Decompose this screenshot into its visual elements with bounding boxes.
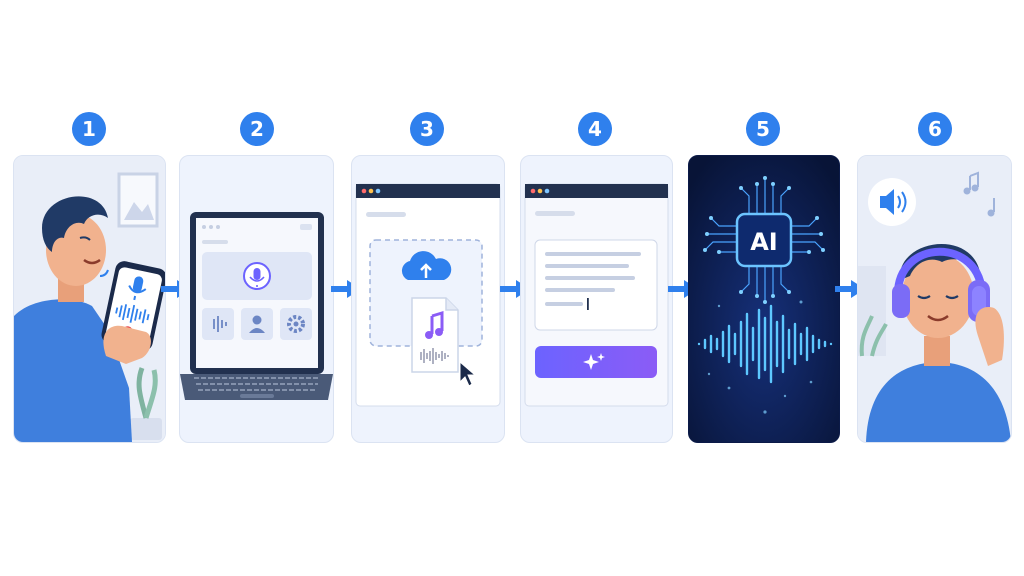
audio-file-icon [411,297,459,373]
laptop [180,212,333,400]
step-2-panel [179,155,334,443]
step-4-panel [520,155,673,443]
ai-chip-icon: AI [735,212,793,268]
cursor-icon [459,360,477,387]
music-note-icon [963,171,995,217]
step-4-badge: 4 [578,112,612,146]
step-6-panel [857,155,1012,443]
ai-chip-label: AI [750,228,778,256]
plant-icon [130,367,162,440]
sound-wave [697,304,833,384]
step-5-panel: AI [688,155,840,443]
cloud-upload-icon [401,251,452,280]
step-6-badge: 6 [918,112,952,146]
step-1-panel [13,155,166,443]
speaker-icon [880,189,894,215]
step-5-badge: 5 [746,112,780,146]
step-3-badge: 3 [410,112,444,146]
circuit-lines [704,178,824,302]
text-input-box [534,239,658,331]
microphone-icon [132,276,144,293]
step-2-badge: 2 [240,112,274,146]
speaker-bubble [868,178,916,226]
step-1-badge: 1 [72,112,106,146]
sparkle-icon [583,354,599,370]
step-3-panel [351,155,505,443]
generate-button [535,346,657,378]
